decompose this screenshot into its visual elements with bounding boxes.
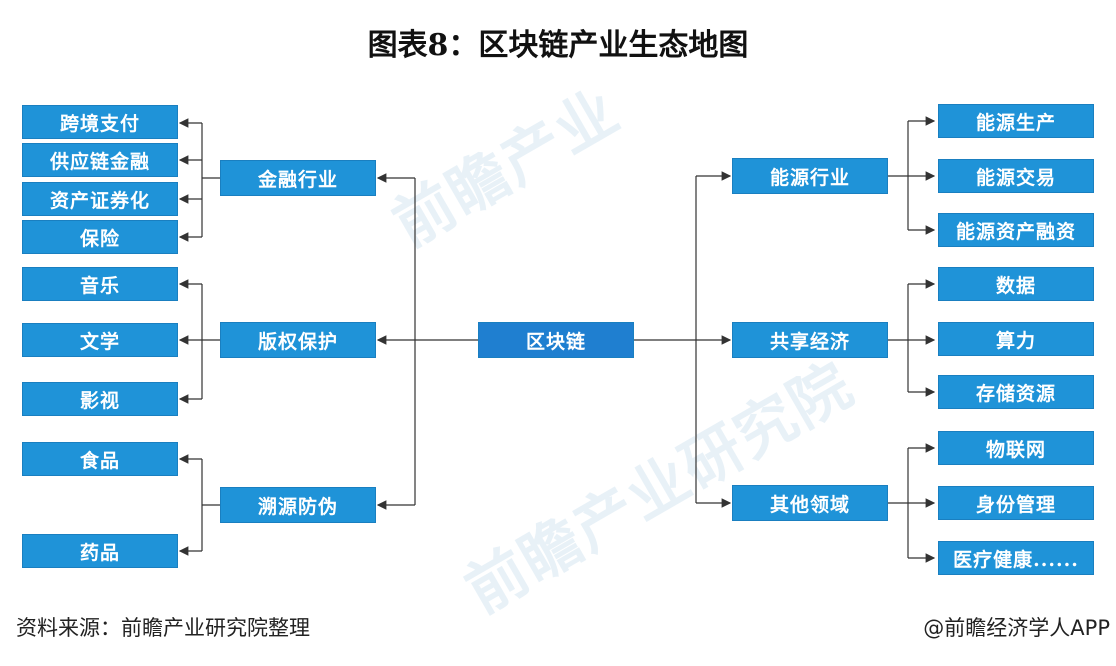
leaf-literature: 文学	[22, 323, 178, 357]
leaf-medicine: 药品	[22, 534, 178, 568]
leaf-storage-resources: 存储资源	[938, 375, 1094, 409]
leaf-energy-asset-financing: 能源资产融资	[938, 213, 1094, 247]
node-sharing-economy: 共享经济	[732, 322, 888, 358]
leaf-iot: 物联网	[938, 431, 1094, 465]
leaf-computing-power: 算力	[938, 322, 1094, 356]
leaf-cross-border-payment: 跨境支付	[22, 105, 178, 139]
leaf-data: 数据	[938, 267, 1094, 301]
leaf-energy-production: 能源生产	[938, 104, 1094, 138]
node-copyright: 版权保护	[220, 322, 376, 358]
node-traceability: 溯源防伪	[220, 487, 376, 523]
leaf-music: 音乐	[22, 267, 178, 301]
leaf-film: 影视	[22, 382, 178, 416]
node-energy: 能源行业	[732, 158, 888, 194]
leaf-food: 食品	[22, 442, 178, 476]
diagram-title: 图表8：区块链产业生态地图	[367, 28, 749, 63]
node-other-fields: 其他领域	[732, 485, 888, 521]
leaf-insurance: 保险	[22, 220, 178, 254]
source-note: 资料来源：前瞻产业研究院整理	[16, 616, 310, 640]
center-node-blockchain: 区块链	[478, 322, 634, 358]
leaf-energy-trading: 能源交易	[938, 159, 1094, 193]
node-finance: 金融行业	[220, 160, 376, 196]
leaf-asset-securitization: 资产证券化	[22, 182, 178, 216]
credit-note: @前瞻经济学人APP	[923, 616, 1110, 640]
leaf-supply-chain-finance: 供应链金融	[22, 143, 178, 177]
leaf-identity-management: 身份管理	[938, 486, 1094, 520]
leaf-healthcare: 医疗健康......	[938, 541, 1094, 575]
